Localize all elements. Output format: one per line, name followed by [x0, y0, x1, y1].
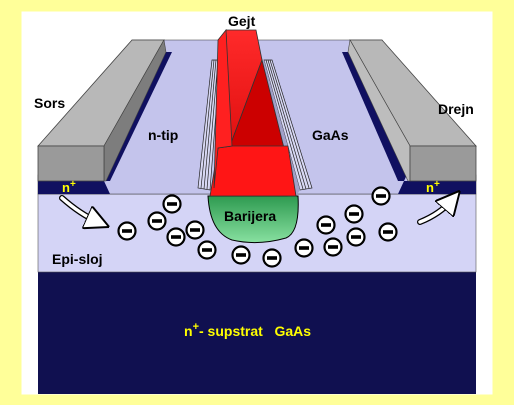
gate-recess-left-wall — [197, 59, 221, 191]
electron-10 — [323, 237, 343, 257]
gate-front-face — [209, 145, 297, 197]
substrate-label: n+- supstrat GaAs — [184, 321, 311, 339]
gate-label: Gejt — [228, 13, 256, 29]
drain-contact-front — [409, 145, 477, 182]
electron-12 — [344, 204, 364, 224]
n-plus-left-label: n+ — [62, 179, 76, 195]
source-contact-front — [37, 145, 105, 182]
barrier-label: Barijera — [224, 208, 276, 224]
electron-7 — [231, 245, 251, 265]
electron-5 — [185, 220, 205, 240]
electron-14 — [346, 227, 366, 247]
electron-1 — [162, 194, 182, 214]
barrier-region — [207, 195, 299, 244]
substrate-layer — [38, 272, 476, 394]
source-label: Sors — [34, 95, 65, 111]
electron-8 — [262, 248, 282, 268]
electrons-group — [117, 186, 398, 268]
electron-9 — [294, 238, 314, 258]
electron-15 — [378, 222, 398, 242]
gaas-top-label: GaAs — [312, 127, 349, 143]
epi-layer-label: Epi-sloj — [52, 251, 103, 267]
n-type-label: n-tip — [148, 127, 178, 143]
n-plus-right-label: n+ — [426, 179, 440, 195]
electron-11 — [316, 215, 336, 235]
electron-3 — [117, 221, 137, 241]
electron-flow-arrow-right — [418, 200, 452, 224]
n-plus-left-region — [38, 181, 110, 194]
electron-6 — [197, 240, 217, 260]
drain-label: Drejn — [438, 101, 474, 117]
electron-2 — [147, 211, 167, 231]
gate-front-strip — [213, 28, 233, 189]
electron-13 — [371, 186, 391, 206]
electron-flow-arrow-left — [60, 196, 98, 222]
electron-4 — [166, 227, 186, 247]
